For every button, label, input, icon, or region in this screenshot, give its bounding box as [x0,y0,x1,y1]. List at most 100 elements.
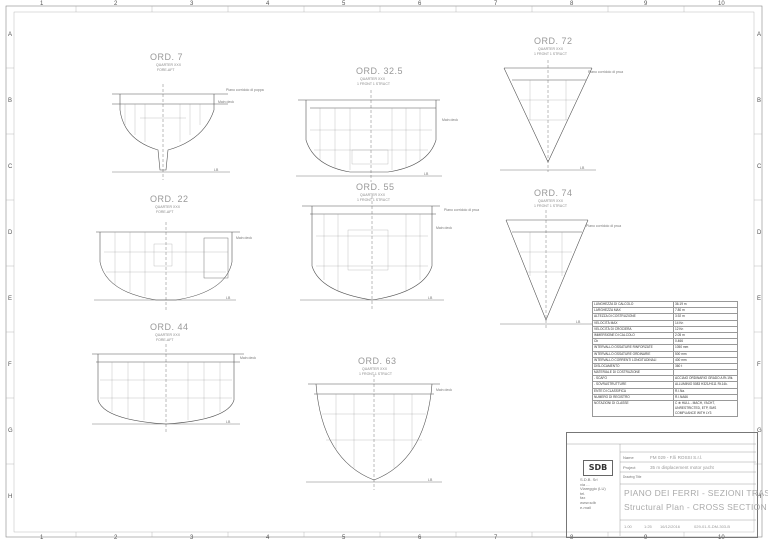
row-label: D [757,230,762,236]
row-label: A [757,32,762,38]
deck-note: Main deck [436,226,452,230]
col-label: 9 [644,1,648,7]
section-title-ord7: ORD. 7 [150,52,184,62]
spec-value: R.I.NA66 [673,393,738,402]
address-line: fax [580,495,586,501]
col-label: 5 [342,1,346,7]
date: 16/12/2016 [660,524,681,529]
section-title-ord44: ORD. 44 [150,322,189,332]
drawing-title-english: Structural Plan - CROSS SECTION [624,502,767,512]
section-subtitle: 1 FRONT 1 STRUCT [357,82,390,86]
address-line: S.D.B. Srl [580,477,598,482]
section-ord74-drawing [500,210,592,330]
col-label: 4 [266,1,270,7]
col-label: 7 [494,1,498,7]
section-ord325-drawing [296,90,442,182]
row-label: G [757,428,762,434]
baseline-label: LB [424,172,429,176]
deck-note: Main deck [240,356,256,360]
name-value: FM 029 - F.lli ROSSI S.r.l. [650,455,703,460]
col-label: 2 [114,1,118,7]
section-ord22-drawing [94,222,240,310]
project-label: Project [623,465,636,470]
col-label: 5 [342,535,346,541]
col-label: 7 [494,535,498,541]
spec-value: ACCIAIO ORDINARIO GRADO A Rt.19k. [673,375,738,383]
baseline-label: LB [580,166,585,170]
row-label: H [757,494,762,500]
row-label: D [8,230,13,236]
title-block [566,432,758,538]
deck-note: Main deck [436,388,452,392]
deck-note: Main deck [442,118,458,122]
section-subtitle: 1 FRONT 1 STRUCT [359,372,392,376]
col-label: 10 [718,1,725,7]
deck-note: Piano corridoio di prua [586,224,622,228]
baseline-label: LB [428,296,433,300]
row-label: H [8,494,13,500]
section-title-ord325: ORD. 32.5 [356,66,404,76]
section-title-ord72: ORD. 72 [534,36,573,46]
col-label: 3 [190,535,194,541]
section-ord55-drawing [300,196,444,310]
section-ord72-drawing [500,60,596,172]
deck-note: Piano corridoio di poppa [226,88,264,92]
deck-note: Piano corridoio di prua [588,70,624,74]
section-subtitle: QUARTER XXX [362,367,388,371]
section-title-ord22: ORD. 22 [150,194,189,204]
col-label: 8 [570,535,574,541]
section-subtitle: FORE-AFT [156,210,174,214]
section-ord63-drawing [306,374,442,490]
section-ord44-drawing [92,344,244,432]
baseline-label: LB [576,320,581,324]
col-label: 3 [190,1,194,7]
col-label: 6 [418,535,422,541]
row-label: A [8,32,13,38]
row-label: E [757,296,762,302]
col-label: 1 [40,1,44,7]
scale: 1:25 [644,524,652,529]
section-subtitle: QUARTER XXX [360,193,386,197]
section-subtitle: QUARTER XXX [538,199,564,203]
section-subtitle: QUARTER XXX [360,77,386,81]
deck-note: Main deck [218,100,234,104]
revision: 1.00 [624,524,632,529]
address-line: Viareggio (LU) [580,486,606,492]
deck-note: Piano corridoio di prua [444,208,480,212]
section-subtitle: FORE-AFT [157,68,175,72]
section-title-ord55: ORD. 55 [356,182,395,192]
section-subtitle: 1 FRONT 1 STRUCT [534,52,567,56]
col-label: 1 [40,535,44,541]
section-subtitle: FORE-AFT [156,338,174,342]
baseline-label: LB [214,168,219,172]
row-label: B [757,98,762,104]
section-ord7-drawing [112,84,230,180]
row-label: F [8,362,12,368]
row-label: C [757,164,762,170]
col-label: 9 [644,535,648,541]
address-line: www.sdb [580,499,597,505]
spec-key: NOTAZIONI DI CLASSE [592,400,674,417]
section-subtitle: QUARTER XXX [156,63,182,67]
row-label: E [8,296,13,302]
section-subtitle: 1 FRONT 1 STRUCT [534,204,567,208]
col-label: 4 [266,535,270,541]
section-subtitle: 1 FRONT 1 STRUCT [357,198,390,202]
address-line: e-mail [580,504,591,510]
col-label: 8 [570,1,574,7]
company-address: S.D.B. Srl via ... Viareggio (LU) tel. f… [580,477,606,510]
row-label: F [757,362,761,368]
section-subtitle: QUARTER XXX [155,205,181,209]
row-label: G [8,428,13,434]
col-label: 2 [114,535,118,541]
row-label: C [8,164,13,170]
name-label: Name [623,455,634,460]
section-title-ord74: ORD. 74 [534,188,573,198]
drawing-title-label: Drawing Title [623,475,642,479]
spec-value: C ✠ HULL - MACH, YACHT, UNRESTRICTED, ET… [673,400,738,417]
baseline-label: LB [226,296,231,300]
